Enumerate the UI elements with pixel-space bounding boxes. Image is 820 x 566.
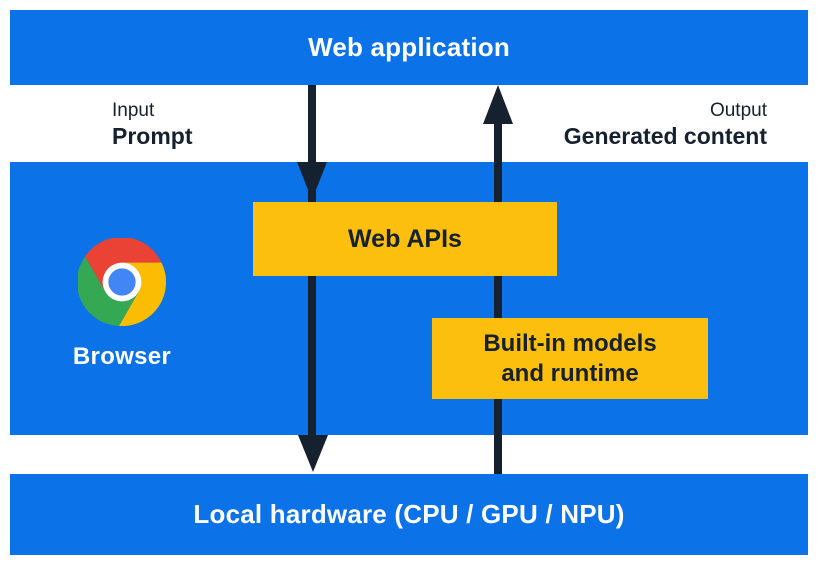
- local-hardware-label: Local hardware (CPU / GPU / NPU): [193, 499, 625, 529]
- input-title: Input: [112, 100, 155, 121]
- chrome-logo-icon: [78, 238, 166, 326]
- output-arrowhead-top: [483, 85, 513, 124]
- prompt-arrowhead-bottom: [298, 435, 328, 472]
- web-apis-label: Web APIs: [348, 224, 462, 253]
- output-title: Output: [709, 100, 767, 121]
- browser-label: Browser: [72, 343, 172, 370]
- input-value: Prompt: [112, 123, 193, 149]
- local-hardware-bar: Local hardware (CPU / GPU / NPU): [10, 474, 808, 555]
- web-application-label: Web application: [308, 32, 510, 62]
- web-apis-box: Web APIs: [253, 202, 557, 276]
- builtin-models-label-line1: Built-in models: [483, 329, 657, 357]
- web-application-bar: Web application: [10, 10, 808, 85]
- input-label-block: Input Prompt: [112, 99, 193, 150]
- builtin-models-label-line2: and runtime: [501, 359, 639, 387]
- output-label-block: Output Generated content: [564, 99, 767, 150]
- output-value: Generated content: [563, 123, 767, 149]
- builtin-models-box: Built-in models and runtime: [432, 318, 708, 399]
